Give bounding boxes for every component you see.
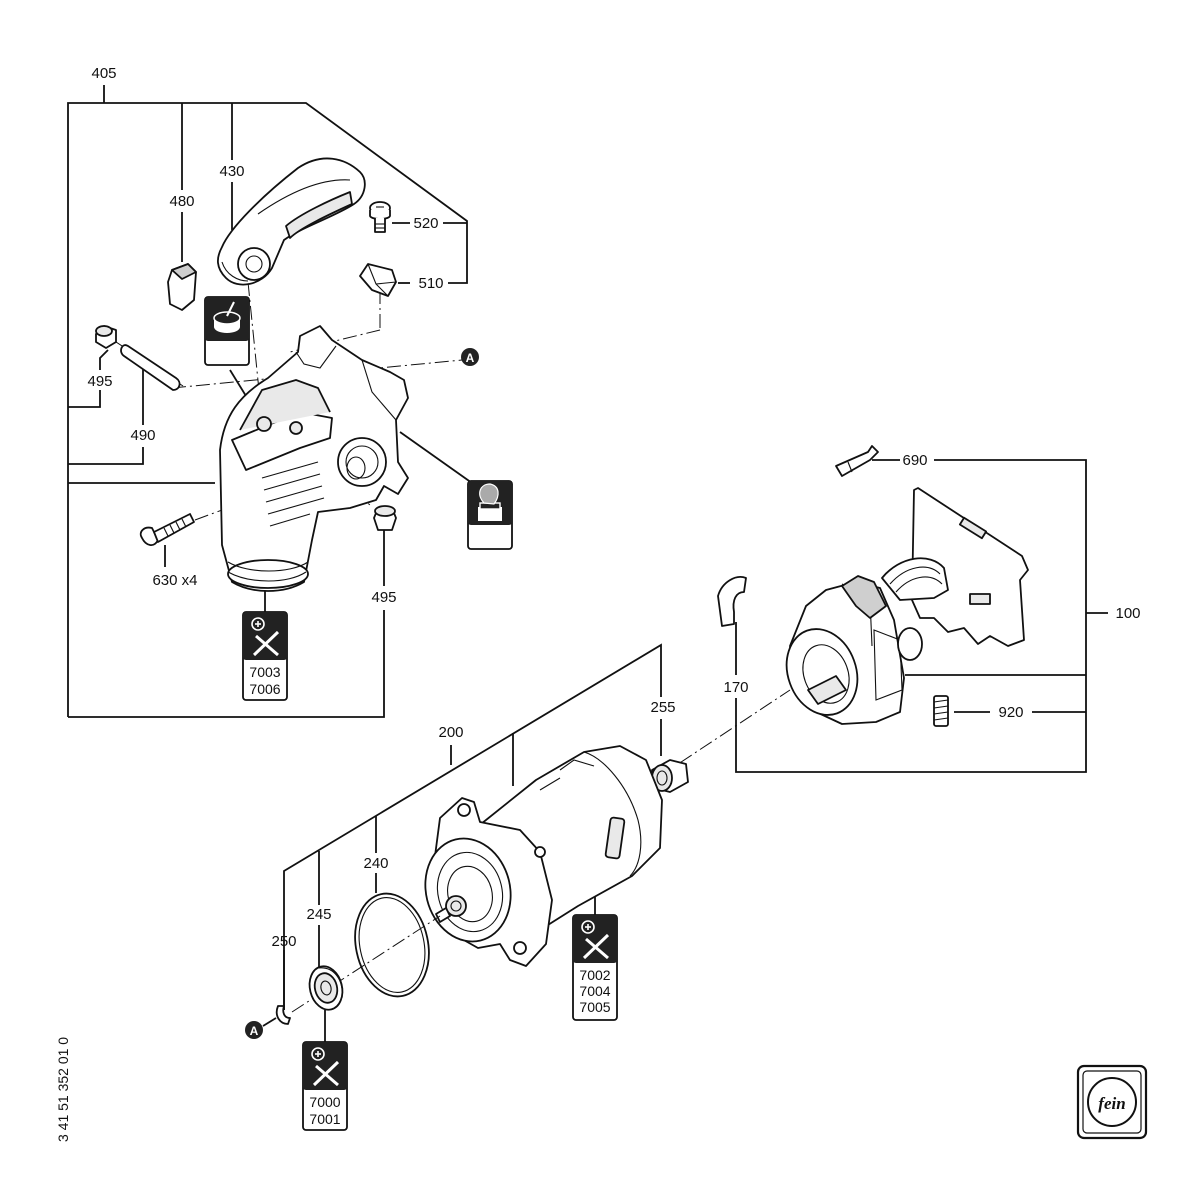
badge-number: 7002	[579, 967, 610, 983]
part-label-490: 490	[130, 427, 155, 444]
gear-head-housing	[219, 325, 409, 592]
reference-mark-label: A	[250, 1024, 259, 1038]
service-badge-7003-7006: 7003 7006	[242, 611, 288, 701]
grease-badge-2	[467, 480, 513, 550]
block-part-480	[167, 263, 197, 311]
badge-number: 7003	[249, 664, 280, 680]
part-label-690: 690	[902, 452, 927, 469]
part-label-255: 255	[650, 699, 675, 716]
part-label-480: 480	[169, 193, 194, 210]
grease-pot-icon	[478, 483, 502, 521]
bearing-part-245	[308, 965, 344, 1011]
motor-part-200	[424, 745, 663, 967]
badge-number: 7004	[579, 983, 610, 999]
badge-number: 7001	[309, 1111, 340, 1127]
o-ring-part-240	[354, 892, 430, 998]
tools-service-icon	[251, 617, 280, 657]
part-label-920: 920	[998, 704, 1023, 721]
lubricant-tube-icon	[213, 301, 241, 333]
service-badge-7000-7001: 7000 7001	[302, 1041, 348, 1131]
pin-part-490	[120, 344, 181, 391]
part-label-250: 250	[271, 933, 296, 950]
lever-part-430	[217, 157, 366, 286]
service-badge-7002-7004-7005: 7002 7004 7005	[572, 914, 618, 1021]
logo-text: fein	[1098, 1094, 1125, 1113]
clip-part-690	[835, 445, 879, 477]
screw-part-520	[369, 201, 391, 233]
tools-service-icon	[581, 920, 610, 960]
part-label-170: 170	[723, 679, 748, 696]
part-label-495-top: 495	[87, 373, 112, 390]
sleeve-part-495-top	[95, 325, 117, 349]
rubber-part-170	[717, 576, 747, 627]
tools-service-icon	[311, 1047, 340, 1087]
fein-logo-icon: fein	[1076, 1064, 1148, 1140]
leader-a-bottom	[262, 1017, 277, 1027]
leader-lines-100	[735, 459, 1108, 773]
part-label-100: 100	[1115, 605, 1140, 622]
part-label-430: 430	[219, 163, 244, 180]
badge-number: 7000	[309, 1094, 340, 1110]
part-label-630: 630 x4	[152, 572, 197, 589]
spring-part-920	[933, 695, 949, 727]
badge-number: 7005	[579, 999, 610, 1015]
circlip-part-250	[275, 1005, 291, 1025]
part-label-245: 245	[306, 906, 331, 923]
part-label-200: 200	[438, 724, 463, 741]
document-number: 3 41 51 352 01 0	[55, 1037, 71, 1142]
part-label-495-bottom: 495	[371, 589, 396, 606]
leader-lines-200	[283, 643, 662, 1010]
badge-number: 7006	[249, 681, 280, 697]
axis-line-motor	[659, 689, 791, 777]
screw-part-630	[139, 513, 195, 546]
part-label-240: 240	[363, 855, 388, 872]
electronics-module-100	[785, 487, 1029, 725]
sleeve-part-495-bottom	[373, 505, 397, 531]
part-labels: 405 480 430 520 510 495 490 630 x4 495 6…	[87, 65, 1140, 950]
clip-part-510	[359, 263, 397, 297]
reference-mark-icon: A	[461, 348, 479, 366]
part-label-405: 405	[91, 65, 116, 82]
lubricant-badge-1	[204, 296, 250, 366]
reference-mark-label: A	[466, 351, 475, 365]
reference-mark-icon: A	[245, 1021, 263, 1039]
part-label-520: 520	[413, 215, 438, 232]
part-label-510: 510	[418, 275, 443, 292]
